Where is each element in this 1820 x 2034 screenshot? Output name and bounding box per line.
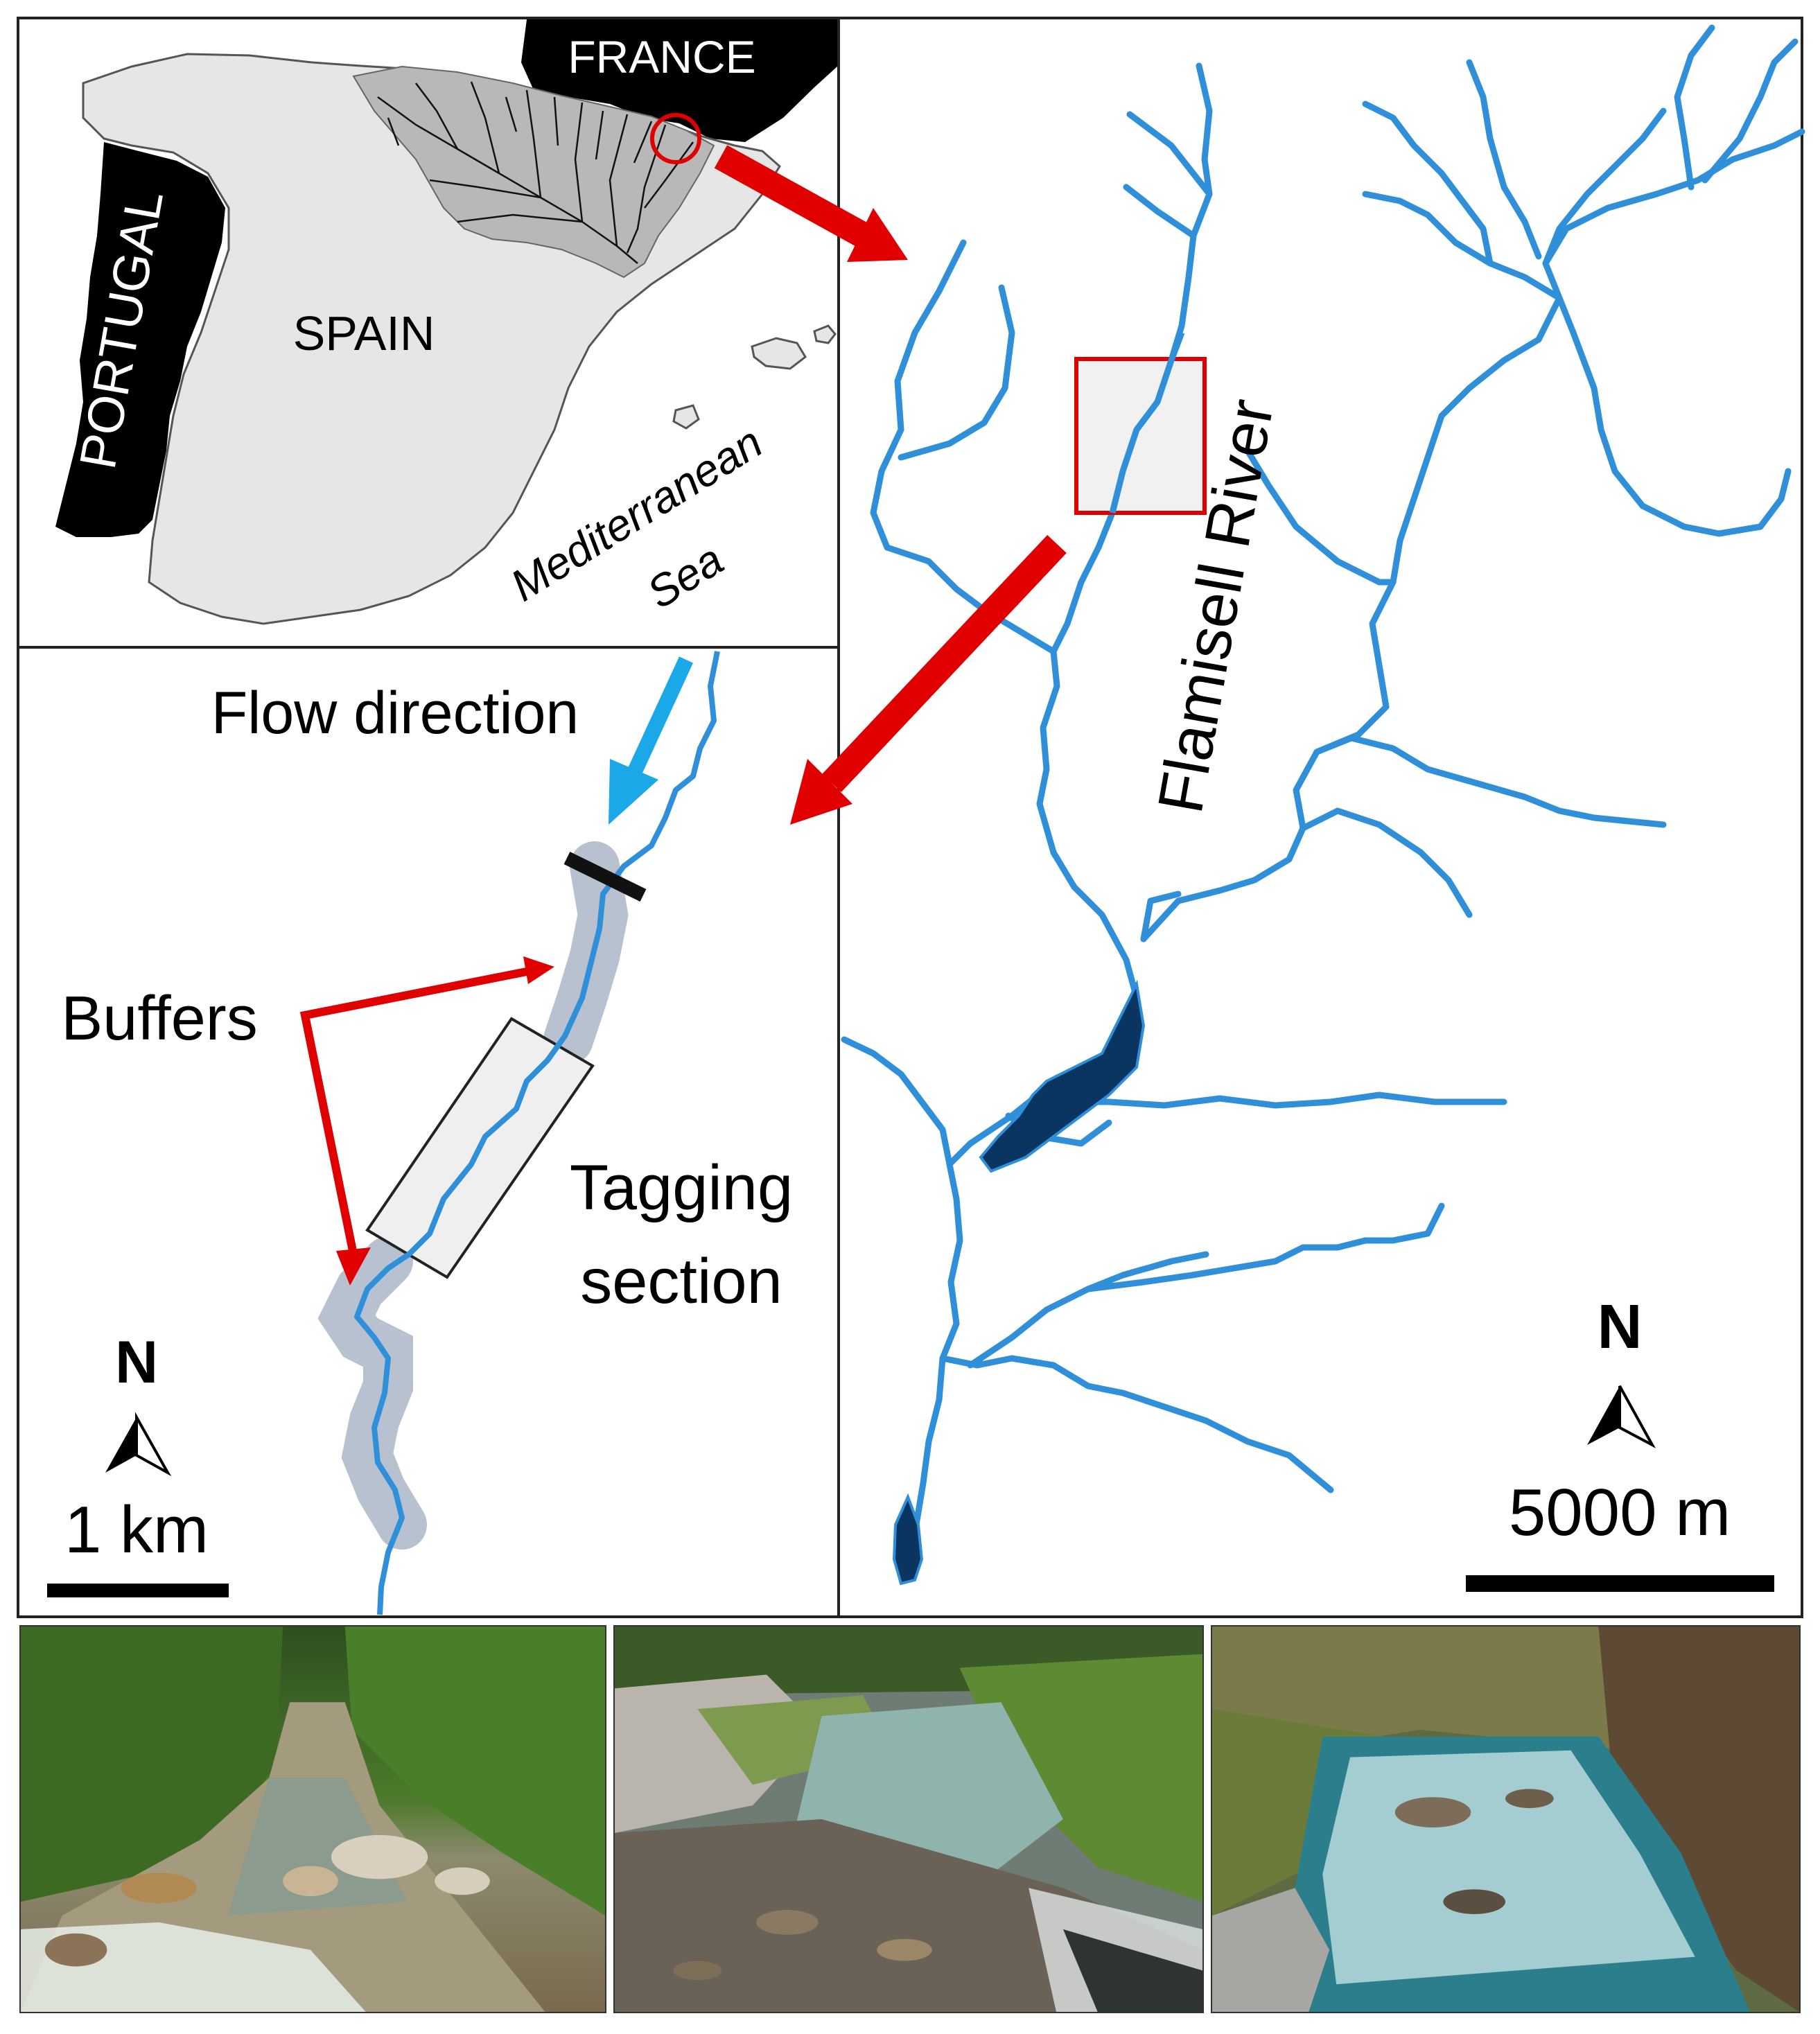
- tagging-label-line1: Tagging: [570, 1152, 793, 1223]
- balearic-islands: [751, 337, 807, 370]
- label-france: FRANCE: [568, 31, 755, 82]
- river-photo-1: [19, 1625, 606, 2013]
- reservoir-upper: [979, 979, 1146, 1173]
- study-area-circle: [650, 113, 701, 164]
- portugal-shape: [55, 142, 225, 537]
- tagging-label-line2: section: [580, 1246, 782, 1317]
- scale-label-left: 1 km: [64, 1493, 209, 1567]
- locator-arrow-bottom: [790, 534, 1067, 825]
- buffers-pointer: [299, 966, 535, 1256]
- north-arrow-right: N: [1587, 1292, 1656, 1448]
- ebro-river-network: [377, 81, 694, 264]
- flow-direction-label: Flow direction: [211, 680, 579, 746]
- france-shape: [521, 19, 837, 142]
- detail-river: [354, 651, 720, 1615]
- river-photo-2: [613, 1625, 1204, 2013]
- ebro-basin: [352, 65, 715, 279]
- scale-label-right: 5000 m: [1509, 1475, 1731, 1550]
- north-arrow-left: N: [105, 1329, 172, 1477]
- svg-text:N: N: [115, 1329, 158, 1396]
- river-photo-3: [1211, 1625, 1801, 2013]
- study-area-box: [1074, 357, 1207, 515]
- svg-text:N: N: [1598, 1292, 1643, 1362]
- flow-arrow-shaft: [627, 656, 693, 776]
- section-start-marker: [563, 852, 647, 902]
- label-spain: SPAIN: [293, 306, 435, 360]
- reservoir-lower: [892, 1493, 924, 1586]
- buffers-label: Buffers: [61, 984, 258, 1053]
- detail-map: Flow direction Buffers Tagging section N…: [47, 651, 793, 1615]
- river-map: [841, 24, 1805, 1563]
- locator-arrow-top: [714, 145, 908, 262]
- flow-arrow-head: [609, 759, 658, 825]
